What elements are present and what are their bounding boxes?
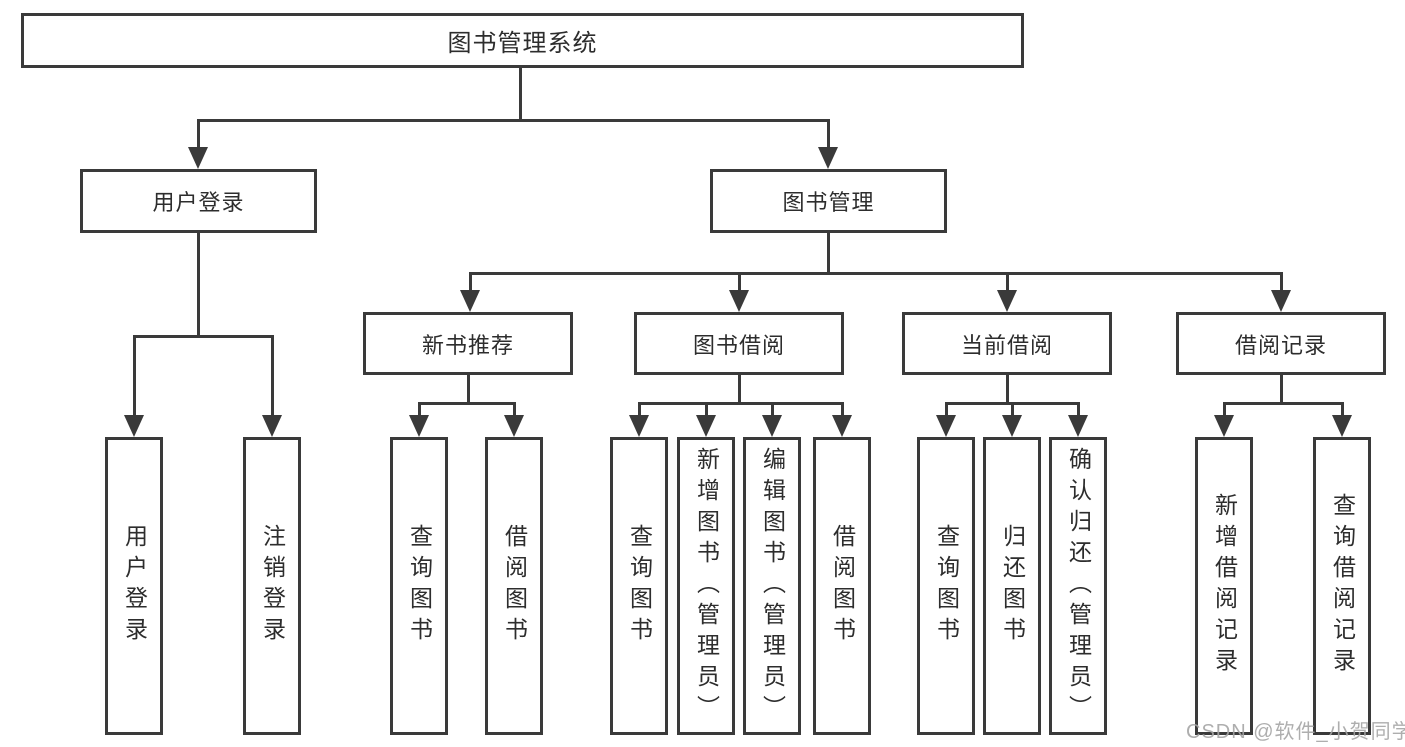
arrowhead-icon <box>409 415 429 437</box>
connector <box>133 335 136 417</box>
node-current-borrow: 当前借阅 <box>902 312 1112 375</box>
csdn-watermark: CSDN @软件_小贺同学 <box>1186 721 1405 743</box>
node-borrow-record: 借阅记录 <box>1176 312 1386 375</box>
connector <box>738 272 741 294</box>
arrowhead-icon <box>262 415 282 437</box>
connector <box>469 272 472 294</box>
node-root: 图书管理系统 <box>21 13 1024 68</box>
connector <box>469 272 1283 275</box>
leaf-query-book-3: 查询图书 <box>917 437 975 735</box>
leaf-user-login: 用户登录 <box>105 437 163 735</box>
connector <box>638 402 641 418</box>
node-user-login: 用户登录 <box>80 169 317 233</box>
leaf-return-book: 归还图书 <box>983 437 1041 735</box>
leaf-query-book-2: 查询图书 <box>610 437 668 735</box>
leaf-query-book-1: 查询图书 <box>390 437 448 735</box>
node-root-label: 图书管理系统 <box>447 30 598 57</box>
connector <box>1011 402 1014 418</box>
arrowhead-icon <box>832 415 852 437</box>
arrowhead-icon <box>460 290 480 312</box>
connector <box>827 233 830 274</box>
connector <box>513 402 516 418</box>
connector <box>705 402 708 418</box>
arrowhead-icon <box>1332 415 1352 437</box>
node-book-management-label: 图书管理 <box>782 190 875 215</box>
connector <box>197 119 830 122</box>
arrowhead-icon <box>1068 415 1088 437</box>
leaf-borrow-book-1: 借阅图书 <box>485 437 543 735</box>
leaf-borrow-book-1-label: 借阅图书 <box>501 524 528 648</box>
node-book-borrow-label: 图书借阅 <box>692 332 785 358</box>
arrowhead-icon <box>124 415 144 437</box>
leaf-query-borrow-record-label: 查询借阅记录 <box>1329 493 1356 679</box>
leaf-user-login-label: 用户登录 <box>121 524 148 648</box>
connector <box>133 335 273 338</box>
connector <box>1006 272 1009 294</box>
node-new-book-recommend-label: 新书推荐 <box>421 332 514 358</box>
connector <box>418 402 516 405</box>
leaf-add-borrow-record: 新增借阅记录 <box>1195 437 1253 735</box>
arrowhead-icon <box>936 415 956 437</box>
connector <box>1341 402 1344 418</box>
connector <box>467 375 470 404</box>
leaf-borrow-book-2-label: 借阅图书 <box>829 524 856 648</box>
connector <box>841 402 844 418</box>
node-book-borrow: 图书借阅 <box>634 312 844 375</box>
leaf-query-borrow-record: 查询借阅记录 <box>1313 437 1371 735</box>
leaf-query-book-2-label: 查询图书 <box>626 524 653 648</box>
arrowhead-icon <box>188 147 208 169</box>
leaf-add-book-admin: 新增图书（管理员） <box>677 437 735 735</box>
connector <box>1006 375 1009 404</box>
arrowhead-icon <box>696 415 716 437</box>
leaf-return-book-label: 归还图书 <box>999 524 1026 648</box>
arrowhead-icon <box>729 290 749 312</box>
node-new-book-recommend: 新书推荐 <box>363 312 573 375</box>
connector <box>271 335 274 417</box>
leaf-add-borrow-record-label: 新增借阅记录 <box>1211 493 1238 679</box>
node-book-management: 图书管理 <box>710 169 947 233</box>
arrowhead-icon <box>1002 415 1022 437</box>
connector <box>418 402 421 418</box>
leaf-confirm-return-admin-label: 确认归还（管理员） <box>1065 446 1092 726</box>
arrowhead-icon <box>629 415 649 437</box>
connector <box>197 233 200 337</box>
connector <box>1280 375 1283 404</box>
connector <box>197 119 200 151</box>
connector <box>738 375 741 404</box>
arrowhead-icon <box>762 415 782 437</box>
leaf-logout: 注销登录 <box>243 437 301 735</box>
leaf-edit-book-admin: 编辑图书（管理员） <box>743 437 801 735</box>
connector <box>519 68 522 122</box>
node-user-login-label: 用户登录 <box>152 190 245 215</box>
node-borrow-record-label: 借阅记录 <box>1234 332 1327 358</box>
connector <box>1223 402 1226 418</box>
connector <box>638 402 844 405</box>
arrowhead-icon <box>1271 290 1291 312</box>
leaf-query-book-3-label: 查询图书 <box>933 524 960 648</box>
node-current-borrow-label: 当前借阅 <box>960 332 1053 358</box>
leaf-edit-book-admin-label: 编辑图书（管理员） <box>759 446 786 726</box>
leaf-confirm-return-admin: 确认归还（管理员） <box>1049 437 1107 735</box>
leaf-borrow-book-2: 借阅图书 <box>813 437 871 735</box>
connector <box>771 402 774 418</box>
arrowhead-icon <box>504 415 524 437</box>
arrowhead-icon <box>1214 415 1234 437</box>
arrowhead-icon <box>818 147 838 169</box>
connector <box>1077 402 1080 418</box>
connector <box>1280 272 1283 294</box>
arrowhead-icon <box>997 290 1017 312</box>
connector <box>945 402 948 418</box>
connector <box>1223 402 1344 405</box>
leaf-query-book-1-label: 查询图书 <box>406 524 433 648</box>
leaf-logout-label: 注销登录 <box>259 524 286 648</box>
connector <box>827 119 830 151</box>
leaf-add-book-admin-label: 新增图书（管理员） <box>693 446 720 726</box>
